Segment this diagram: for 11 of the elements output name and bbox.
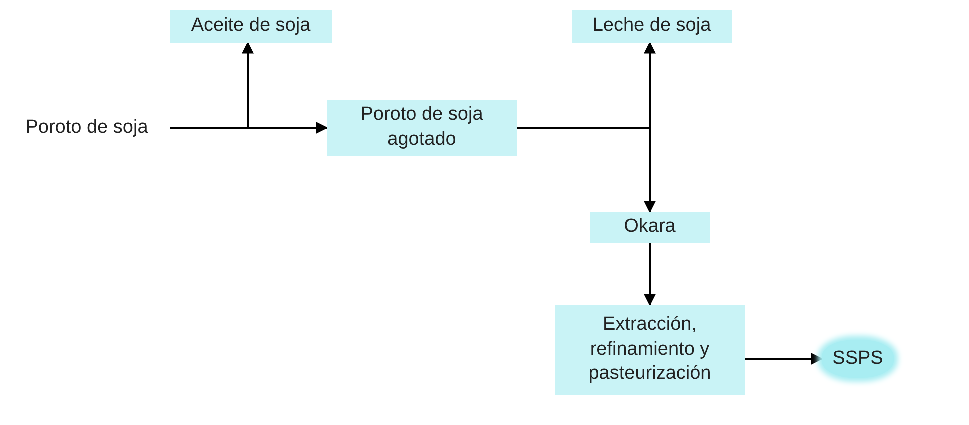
process-label: Poroto de soja <box>4 113 170 143</box>
process-box: Aceite de soja <box>170 10 332 43</box>
arrow <box>170 42 254 129</box>
arrow <box>644 243 656 306</box>
arrow <box>517 127 656 214</box>
process-box: Poroto de soja agotado <box>327 100 517 156</box>
arrow <box>745 353 824 365</box>
product-blob: SSPS <box>822 340 894 378</box>
process-box: Okara <box>590 212 710 243</box>
process-box: Extracción, refinamiento y pasteurización <box>555 305 745 395</box>
process-box: Leche de soja <box>572 10 732 43</box>
